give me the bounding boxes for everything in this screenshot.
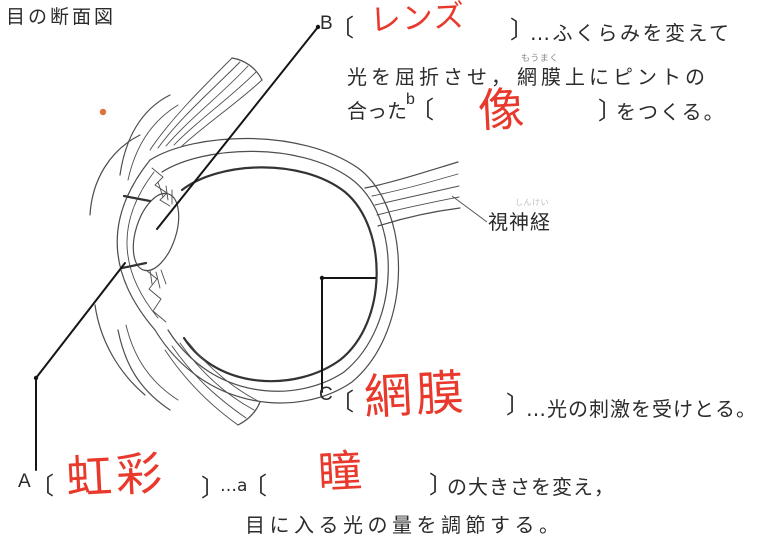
lower-eye-muscle-fiber	[164, 349, 239, 426]
retina-line	[180, 166, 378, 383]
cornea-inner-line	[126, 171, 159, 319]
iris-upper	[122, 194, 152, 203]
upper-eye-muscle-inner	[127, 104, 179, 181]
zonule-fibers-lower	[149, 269, 167, 289]
optic-nerve-fiber	[376, 196, 460, 216]
label-a-sub-answer: 瞳	[316, 445, 364, 499]
diagram-title: 目の断面図	[6, 6, 117, 28]
lower-eyelid	[94, 304, 146, 396]
label-b-letter: B	[320, 13, 333, 34]
upper-eye-muscle-outer	[119, 94, 171, 176]
label-b-sub-bracket-open: 〔	[410, 96, 434, 124]
ciliary-body-upper	[151, 167, 171, 207]
label-c-letter: C	[319, 384, 333, 405]
lower-eye-muscle-inner	[125, 324, 179, 401]
leader-line-b	[156, 26, 319, 230]
upper-eye-muscle-fiber	[157, 61, 241, 149]
red-dot-mark	[99, 108, 107, 116]
optic-nerve-label: 視神経	[488, 210, 551, 234]
label-b-bracket-close: 〕	[510, 16, 534, 44]
lower-eye-muscle-outer	[117, 329, 171, 411]
cornea	[116, 159, 156, 331]
label-b-answer: レンズ	[369, 0, 467, 39]
label-b-sub-answer: 像	[476, 81, 526, 138]
label-a-letter: A	[18, 471, 31, 492]
leader-dot-a	[33, 375, 39, 381]
sclera-outline	[149, 137, 400, 404]
label-a-description-line2: 目に入る光の量を調節する。	[245, 513, 564, 537]
label-a-sub-bracket-open: 〔	[243, 472, 267, 500]
lens	[132, 192, 180, 272]
label-b-line3-end: をつくる。	[616, 100, 726, 124]
upper-eye-muscle-fiber	[149, 57, 233, 151]
leader-line-a-diagonal	[35, 262, 126, 379]
leader-line-optic-nerve	[451, 195, 488, 223]
label-a-bracket-open: 〔	[30, 472, 54, 500]
leader-dot-c	[319, 275, 325, 281]
upper-eyelid	[89, 134, 141, 216]
lower-eye-muscle-fiber	[187, 341, 261, 403]
optic-nerve-fiber	[371, 173, 459, 197]
lower-eye-muscle-end	[237, 401, 261, 426]
label-b-sub-letter: b	[406, 91, 415, 108]
leader-dot-b	[315, 24, 321, 30]
label-a-sub-marker: …a	[220, 476, 248, 496]
optic-nerve-upper-edge	[364, 161, 459, 189]
upper-eye-muscle-fiber	[173, 71, 257, 146]
optic-nerve-lower-edge	[377, 207, 461, 227]
label-a-answer: 虹彩	[64, 445, 168, 505]
lower-eye-muscle-fiber	[171, 345, 247, 419]
label-c-description: …光の刺激を受けとる。	[526, 397, 757, 421]
optic-nerve-fiber	[374, 185, 460, 206]
label-b-sub-bracket-close: 〕	[598, 97, 622, 125]
label-c-bracket-open: 〔	[330, 388, 354, 416]
label-c-answer: 網膜	[362, 364, 470, 426]
label-b-line3-start: 合った	[347, 99, 407, 123]
label-a-bracket-close: 〕	[201, 474, 225, 502]
label-c-bracket-close: 〕	[506, 391, 530, 419]
label-a-description: の大きさを変え，	[447, 475, 615, 499]
label-b-term-ruby: もうまく	[521, 54, 559, 64]
upper-eye-muscle-fiber	[181, 79, 263, 147]
zonule-fibers-upper	[157, 181, 173, 205]
upper-eye-muscle-end	[231, 57, 263, 81]
iris-lower	[120, 261, 148, 270]
label-b-line2-term: 網膜	[517, 65, 565, 89]
optic-nerve-ruby: しんけい	[515, 198, 549, 207]
label-b-line2-end: 上にピントの	[565, 65, 709, 89]
lower-eye-muscle-fiber	[179, 342, 255, 411]
label-a-sub-bracket-close: 〕	[429, 471, 453, 499]
choroid-line	[161, 150, 389, 392]
label-b-bracket-open: 〔	[330, 14, 354, 42]
label-b-description: …ふくらみを変えて	[530, 21, 732, 45]
ciliary-body-lower	[145, 269, 167, 323]
upper-eye-muscle-fiber	[165, 65, 249, 147]
label-b-line2-start: 光を屈折させ，	[347, 65, 515, 89]
